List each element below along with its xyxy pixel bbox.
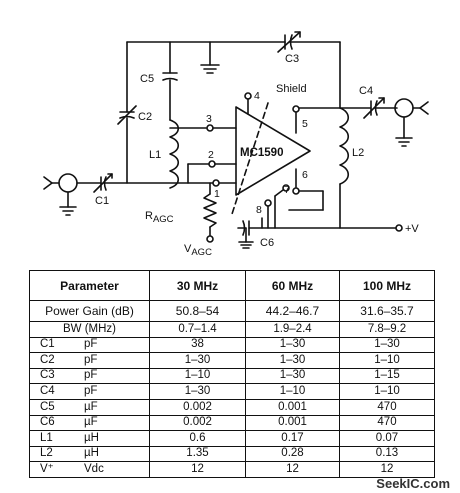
header-100mhz: 100 MHz (339, 270, 435, 301)
value-100: 1–10 (339, 352, 435, 369)
l1-label: L1 (149, 149, 161, 161)
watermark: SeekIC.com (376, 476, 450, 491)
amplifier-symbol (235, 106, 311, 196)
param-unit: µH (84, 447, 99, 460)
pin-4-label: 4 (254, 90, 260, 102)
ragc-resistor (203, 193, 217, 228)
header-parameter: Parameter (29, 270, 150, 301)
param-name: C3 (40, 369, 55, 382)
value-30: 0.7–1.4 (149, 321, 246, 338)
param-name: C2 (40, 353, 55, 366)
param-name: BW (MHz) (29, 321, 150, 338)
value-60: 0.17 (245, 430, 340, 447)
value-60: 1–30 (245, 352, 340, 369)
value-60: 1–30 (245, 367, 340, 385)
pin-7-label: 7 (284, 184, 290, 196)
c1-label: C1 (95, 195, 109, 207)
value-100: 1–10 (339, 383, 435, 400)
value-30: 1.35 (149, 445, 246, 463)
pin-8-label: 8 (256, 204, 262, 216)
param-unit: pF (84, 353, 98, 366)
value-100: 470 (339, 414, 435, 432)
value-100: 1–30 (339, 336, 435, 354)
l1-coil (169, 119, 180, 189)
param-name: Power Gain (dB) (29, 300, 150, 322)
value-30: 0.002 (149, 414, 246, 432)
value-30: 0.002 (149, 398, 246, 416)
vagc-label: VAGC (184, 243, 212, 258)
value-60: 12 (245, 461, 340, 478)
value-60: 0.001 (245, 414, 340, 432)
value-100: 7.8–9.2 (339, 321, 435, 338)
value-100: 1–15 (339, 367, 435, 385)
value-60: 0.001 (245, 398, 340, 416)
c5-label: C5 (140, 73, 154, 85)
table-row: Power Gain (dB) 50.8–54 44.2–46.7 31.6–3… (29, 300, 435, 322)
pin-5-label: 5 (302, 118, 308, 130)
chip-label: MC1590 (240, 147, 283, 159)
table-row: C3 pF 1–10 1–30 1–15 (29, 367, 435, 385)
l2-label: L2 (352, 147, 364, 159)
param-unit: Vdc (84, 462, 104, 475)
value-30: 50.8–54 (149, 300, 246, 322)
input-connector (58, 173, 78, 193)
pin-2-label: 2 (208, 149, 214, 161)
param-unit: pF (84, 338, 98, 351)
param-name: L2 (40, 447, 53, 460)
value-100: 12 (339, 461, 435, 478)
param-name: C5 (40, 400, 55, 413)
table-row: L2 µH 1.35 0.28 0.13 (29, 445, 435, 463)
param-unit: µF (84, 400, 98, 413)
header-30mhz: 30 MHz (149, 270, 246, 301)
value-30: 1–30 (149, 352, 246, 369)
param-name: L1 (40, 431, 53, 444)
value-30: 1–10 (149, 367, 246, 385)
param-name: V⁺ (40, 462, 54, 475)
header-60mhz: 60 MHz (245, 270, 340, 301)
value-30: 1–30 (149, 383, 246, 400)
table-row: C2 pF 1–30 1–30 1–10 (29, 352, 435, 369)
shield-line (231, 102, 269, 215)
table-row: C6 µF 0.002 0.001 470 (29, 414, 435, 432)
value-100: 0.07 (339, 430, 435, 447)
value-100: 0.13 (339, 445, 435, 463)
value-60: 1–10 (245, 383, 340, 400)
table-row: L1 µH 0.6 0.17 0.07 (29, 430, 435, 447)
pin-6-label: 6 (302, 169, 308, 181)
amplifier-schematic: MC1590 Shield 1 2 3 4 5 6 7 8 C1 C2 C3 C… (43, 31, 429, 258)
param-unit: pF (84, 369, 98, 382)
c4-label: C4 (359, 85, 373, 97)
param-name: C4 (40, 384, 55, 397)
value-100: 31.6–35.7 (339, 300, 435, 322)
table-row: C1 pF 38 1–30 1–30 (29, 336, 435, 354)
param-unit: µF (84, 416, 98, 429)
c2-label: C2 (138, 111, 152, 123)
value-30: 12 (149, 461, 246, 478)
l2-coil (339, 107, 350, 185)
value-60: 0.28 (245, 445, 340, 463)
param-unit: µH (84, 431, 99, 444)
param-unit: pF (84, 384, 98, 397)
value-30: 38 (149, 336, 246, 354)
pin-1-label: 1 (214, 188, 220, 200)
parameter-table: Parameter 30 MHz 60 MHz 100 MHz Power Ga… (29, 270, 435, 478)
shield-label: Shield (276, 83, 307, 95)
value-60: 1–30 (245, 336, 340, 354)
value-30: 0.6 (149, 430, 246, 447)
param-name: C6 (40, 416, 55, 429)
pin-3-label: 3 (206, 113, 212, 125)
vplus-label: +V (405, 223, 419, 235)
table-row: C4 pF 1–30 1–10 1–10 (29, 383, 435, 400)
value-100: 470 (339, 398, 435, 416)
table-row: V⁺ Vdc 12 12 12 (29, 461, 435, 478)
value-60: 44.2–46.7 (245, 300, 340, 322)
param-name: C1 (40, 338, 55, 351)
value-60: 1.9–2.4 (245, 321, 340, 338)
ragc-label: RAGC (145, 210, 174, 225)
table-header-row: Parameter 30 MHz 60 MHz 100 MHz (29, 270, 435, 301)
c3-label: C3 (285, 53, 299, 65)
table-row: C5 µF 0.002 0.001 470 (29, 398, 435, 416)
c6-label: C6 (260, 237, 274, 249)
table-row: BW (MHz) 0.7–1.4 1.9–2.4 7.8–9.2 (29, 321, 435, 338)
